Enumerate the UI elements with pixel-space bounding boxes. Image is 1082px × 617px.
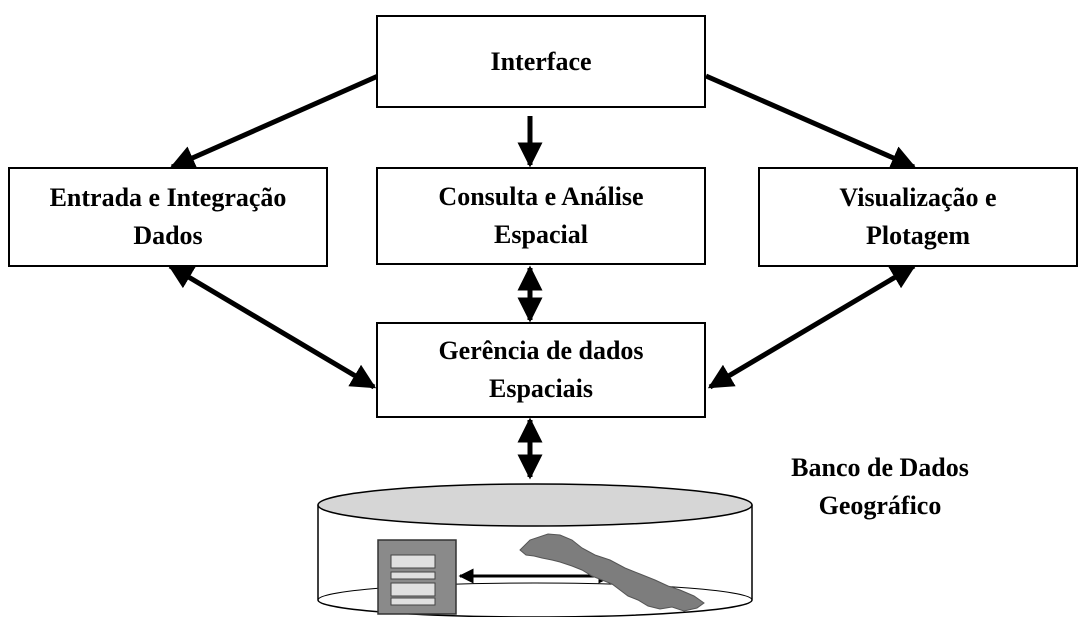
box-consulta-line1: Consulta e Análise: [438, 182, 644, 211]
box-interface-label: Interface: [490, 46, 592, 76]
box-visualizacao-line1: Visualização e: [839, 183, 997, 212]
box-gerencia-line2: Espaciais: [488, 374, 594, 403]
arrow-visualizacao-gerencia: [707, 263, 917, 390]
database-top: [317, 483, 753, 527]
box-entrada-line1: Entrada e Integração: [49, 183, 287, 212]
database-label-line2: Geográfico: [818, 491, 942, 520]
box-consulta: Consulta e Análise Espacial: [376, 167, 706, 265]
database-label-line1: Banco de Dados: [791, 453, 969, 482]
box-interface: Interface: [376, 15, 706, 108]
box-gerencia-line1: Gerência de dados: [438, 336, 644, 365]
database-label: Banco de Dados Geográfico: [775, 449, 985, 525]
box-visualizacao: Visualização e Plotagem: [758, 167, 1078, 267]
arrow-interface-to-entrada: [169, 73, 380, 170]
table-icon: [377, 539, 457, 615]
box-entrada-line2: Dados: [133, 221, 203, 250]
box-gerencia: Gerência de dados Espaciais: [376, 322, 706, 418]
box-entrada: Entrada e Integração Dados: [8, 167, 328, 267]
map-icon: [519, 533, 705, 612]
box-consulta-line2: Espacial: [494, 220, 588, 249]
box-visualizacao-line2: Plotagem: [866, 221, 970, 250]
arrow-interface-to-visualizacao: [704, 73, 917, 170]
arrow-entrada-gerencia: [167, 263, 377, 390]
